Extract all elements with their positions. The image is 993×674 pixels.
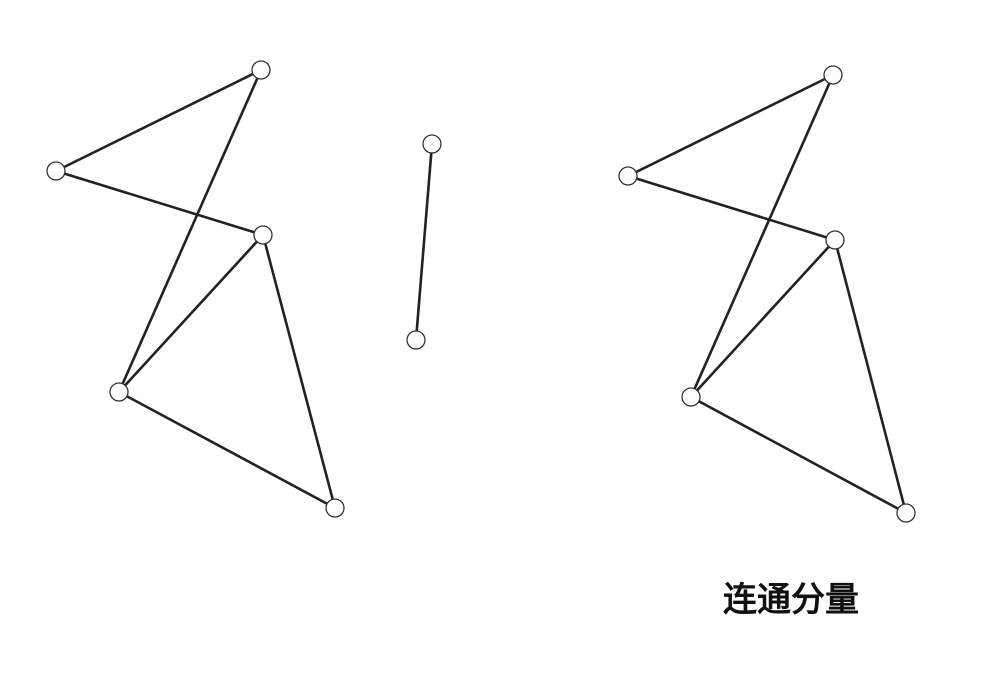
graph-middle-edge — [406, 134, 442, 350]
edge — [414, 142, 434, 342]
edge — [117, 68, 263, 394]
node — [825, 230, 845, 250]
node — [251, 60, 271, 80]
edge — [689, 238, 837, 399]
edge — [689, 73, 835, 399]
node — [109, 382, 129, 402]
node — [253, 225, 273, 245]
edge — [54, 169, 265, 237]
edge — [626, 73, 835, 178]
node — [422, 134, 442, 154]
edge — [117, 233, 265, 394]
graph-left — [46, 60, 345, 518]
edge — [626, 174, 837, 242]
node — [46, 161, 66, 181]
node — [406, 330, 426, 350]
node — [681, 387, 701, 407]
node — [823, 65, 843, 85]
edge — [689, 395, 908, 515]
edge — [54, 68, 263, 173]
node — [896, 503, 916, 523]
edge — [261, 233, 337, 510]
node — [325, 498, 345, 518]
edge — [117, 390, 337, 510]
node — [618, 166, 638, 186]
edge — [833, 238, 908, 515]
connected-component-graph — [618, 65, 916, 523]
caption-label: 连通分量 — [723, 580, 859, 620]
